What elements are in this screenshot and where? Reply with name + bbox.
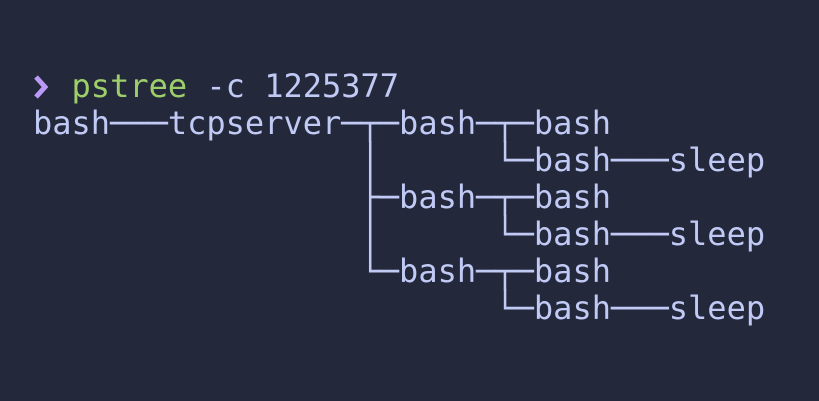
- pstree-output: bash───tcpserver─┬─bash─┬─bash │ └─bash─…: [33, 104, 766, 327]
- prompt-chevron-icon: [33, 68, 52, 105]
- prompt-line: pstree -c 1225377: [33, 68, 765, 105]
- command-args: -c 1225377: [206, 67, 400, 105]
- command-text: pstree: [71, 67, 188, 105]
- terminal-window[interactable]: pstree -c 1225377 bash───tcpserver─┬─bash…: [33, 68, 765, 327]
